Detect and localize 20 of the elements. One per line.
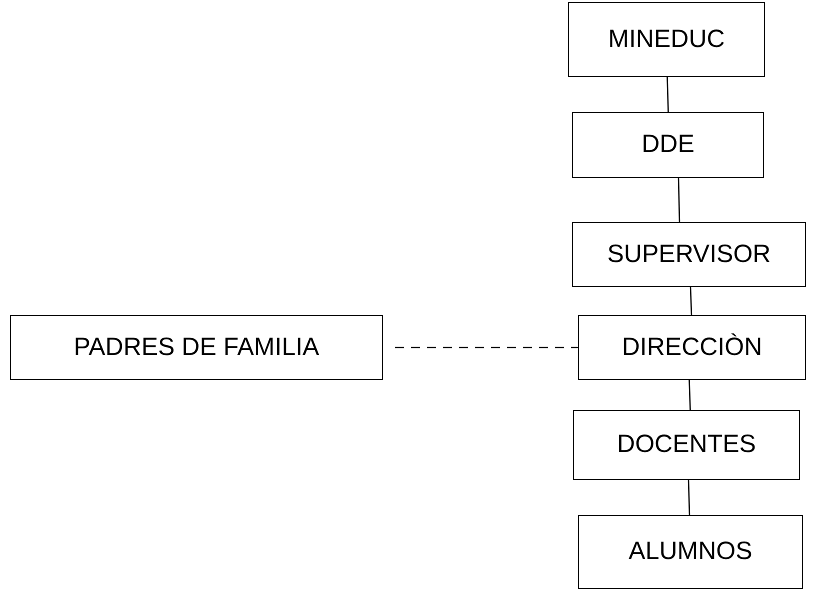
connector-line xyxy=(666,76,669,112)
org-box xyxy=(568,2,765,77)
box-label: DOCENTES xyxy=(617,429,756,460)
org-box xyxy=(10,315,383,380)
org-box xyxy=(572,222,806,287)
box-label: DDE xyxy=(642,129,694,160)
connector-line xyxy=(678,178,680,222)
box-label: MINEDUC xyxy=(608,24,725,55)
connector-line xyxy=(688,380,691,410)
dashed-connector xyxy=(395,346,578,348)
box-label: SUPERVISOR xyxy=(607,238,771,270)
org-box xyxy=(578,315,806,380)
org-box xyxy=(578,515,803,589)
box-label: PADRES DE FAMILIA xyxy=(74,332,320,363)
connector-line xyxy=(688,480,690,516)
org-box xyxy=(573,410,800,480)
box-label: DIRECCIÒN xyxy=(622,332,762,363)
box-label: ALUMNOS xyxy=(628,536,752,568)
org-box xyxy=(572,112,764,178)
connector-line xyxy=(690,286,692,316)
